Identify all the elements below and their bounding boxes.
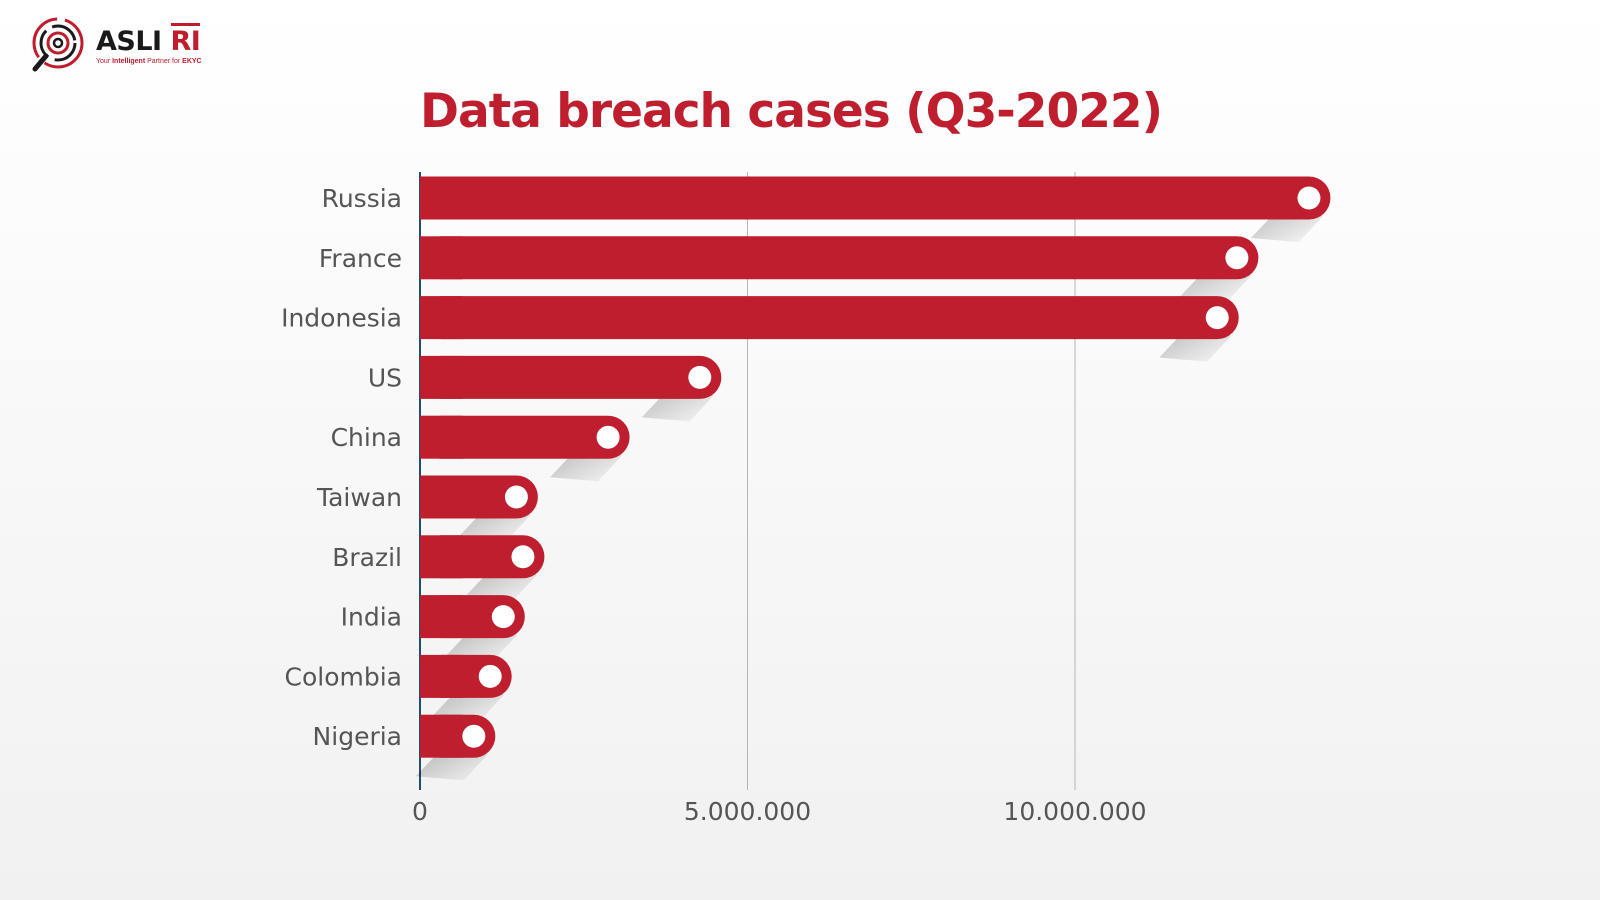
- category-label: China: [331, 423, 402, 452]
- category-label: Taiwan: [316, 483, 402, 512]
- bar-square-start: [420, 654, 463, 698]
- bar-square-start: [420, 296, 463, 340]
- bar-end-marker: [491, 605, 515, 629]
- category-label: India: [341, 603, 402, 632]
- x-axis-ticks: 0 5.000.000 10.000.000: [412, 797, 1147, 826]
- chart-title: Data breach cases (Q3-2022): [420, 84, 1163, 139]
- x-tick-label: 5.000.000: [684, 797, 811, 826]
- bar-end-marker: [462, 724, 486, 748]
- bar-square-start: [420, 236, 463, 280]
- bar: [420, 176, 1331, 220]
- brand-tagline: Your Intelligent Partner for EKYC: [96, 58, 202, 65]
- brand-name: ASLI RI: [96, 23, 202, 57]
- bar-square-start: [420, 355, 463, 399]
- x-tick-label: 0: [412, 797, 428, 826]
- bar-square-start: [420, 475, 463, 519]
- fingerprint-magnifier-icon: [32, 17, 84, 72]
- bar-row-india: [420, 595, 525, 661]
- x-tick-label: 10.000.000: [1003, 797, 1146, 826]
- bar: [420, 355, 722, 399]
- bar-end-marker: [1297, 186, 1321, 210]
- bar-row-france: [420, 236, 1259, 302]
- bar-square-start: [420, 415, 463, 459]
- bar-end-marker: [504, 485, 528, 509]
- bar-square-start: [420, 714, 463, 758]
- bar-row-nigeria: [415, 714, 496, 781]
- category-label: US: [368, 363, 402, 392]
- category-label: Russia: [322, 184, 402, 213]
- bar-row-russia: [420, 176, 1331, 242]
- bar-end-marker: [511, 545, 535, 569]
- bar: [420, 296, 1239, 340]
- bar-end-marker: [1225, 246, 1249, 270]
- bar-end-marker: [596, 425, 620, 449]
- bar-square-start: [420, 176, 463, 220]
- bar: [420, 236, 1259, 280]
- bars: [415, 176, 1331, 781]
- bar-row-colombia: [420, 654, 512, 721]
- category-label: Indonesia: [281, 304, 402, 333]
- bar-row-china: [420, 415, 630, 482]
- bar-square-start: [420, 535, 463, 579]
- bar-end-marker: [478, 664, 502, 688]
- bar-row-taiwan: [420, 475, 538, 541]
- bar-row-brazil: [420, 535, 545, 601]
- bar-end-marker: [688, 365, 712, 389]
- brand-name-accent: RI: [170, 23, 201, 57]
- bar-row-us: [420, 355, 722, 422]
- category-label: Brazil: [332, 543, 402, 572]
- category-label: Nigeria: [313, 722, 402, 751]
- category-label: France: [319, 244, 402, 273]
- brand-logo: ASLI RI Your Intelligent Partner for EKY…: [26, 16, 202, 76]
- bar-row-indonesia: [420, 296, 1239, 362]
- bar-square-start: [420, 595, 463, 639]
- category-label: Colombia: [285, 662, 402, 691]
- bar-end-marker: [1205, 306, 1229, 330]
- bar: [420, 415, 630, 459]
